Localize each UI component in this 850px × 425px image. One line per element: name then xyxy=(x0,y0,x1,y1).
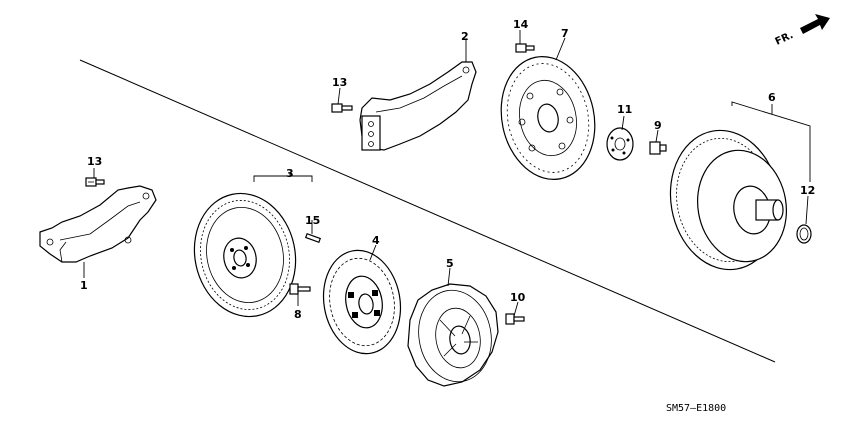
callout-5: 5 xyxy=(446,257,454,270)
drive-plate xyxy=(500,56,596,180)
callout-10: 10 xyxy=(510,291,526,304)
flywheel-bolt xyxy=(289,283,311,295)
bolt-13-left xyxy=(85,177,105,187)
drive-plate-center-bolt xyxy=(649,141,667,155)
seal-ring xyxy=(796,224,812,244)
upper-cover-plate xyxy=(359,61,477,151)
callout-7: 7 xyxy=(561,27,569,40)
callout-4: 4 xyxy=(372,234,380,247)
callout-12: 12 xyxy=(800,184,815,197)
leader-lines xyxy=(83,30,811,317)
dowel-pin xyxy=(304,232,322,244)
direction-label: FR. xyxy=(774,30,795,48)
pressure-plate-bolt xyxy=(505,313,525,325)
washer-plate xyxy=(606,127,634,161)
callout-13-upper: 13 xyxy=(332,76,347,89)
drive-plate-bolt xyxy=(515,43,535,53)
torque-converter xyxy=(669,129,788,271)
flywheel xyxy=(193,192,297,318)
callout-15: 15 xyxy=(305,214,320,227)
callout-3: 3 xyxy=(286,167,294,180)
lower-cover-plate xyxy=(39,185,157,263)
pressure-plate xyxy=(407,283,499,387)
diagram-part-code: SM57–E1800 xyxy=(666,403,726,414)
section-divider-line xyxy=(79,59,776,363)
callout-13-left: 13 xyxy=(87,155,102,168)
callout-6: 6 xyxy=(768,91,776,104)
callout-11: 11 xyxy=(617,103,632,116)
callout-2: 2 xyxy=(461,30,469,43)
clutch-disc xyxy=(322,249,402,355)
bolt-13-upper xyxy=(331,103,353,113)
callout-14: 14 xyxy=(513,18,529,31)
callout-1: 1 xyxy=(80,279,88,292)
callout-8: 8 xyxy=(294,308,302,321)
callout-9: 9 xyxy=(654,119,662,132)
front-direction-arrow-icon xyxy=(800,14,830,34)
